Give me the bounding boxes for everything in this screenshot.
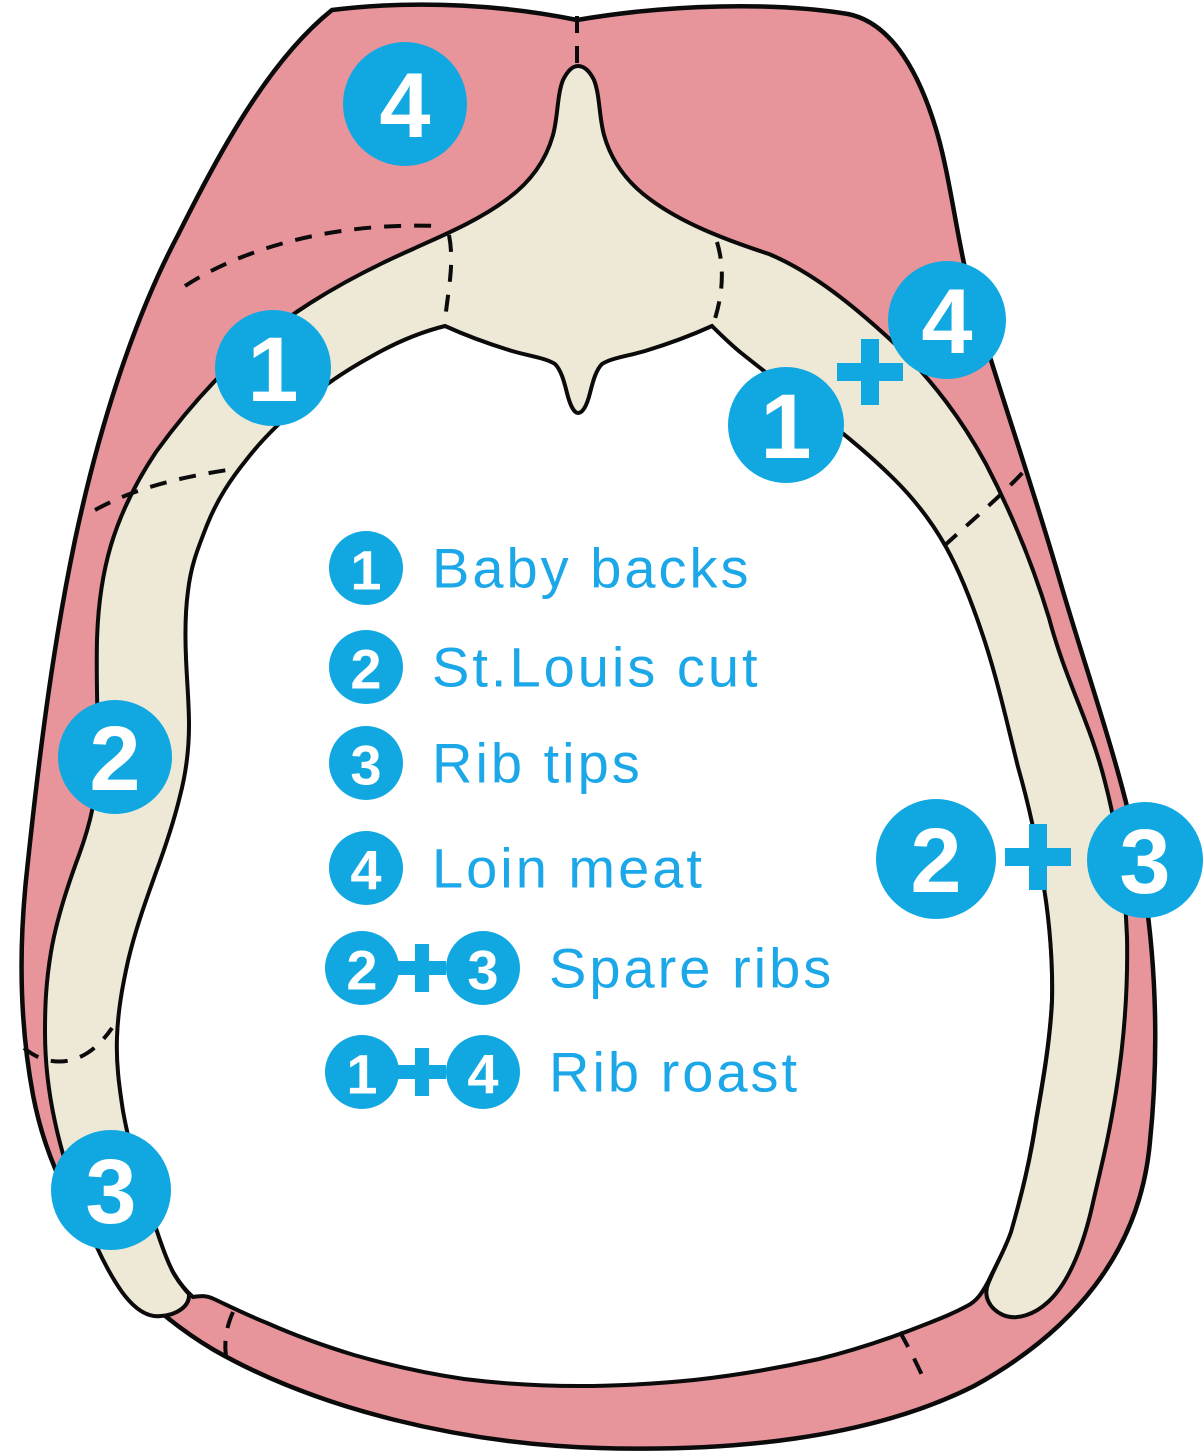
cut-line-vertebra-left <box>443 234 454 323</box>
marker-number: 3 <box>85 1141 136 1243</box>
legend-item-st-louis-cut: 2 St.Louis cut <box>329 630 761 704</box>
legend-badge-number: 3 <box>350 734 381 797</box>
legend-badge <box>329 531 403 605</box>
marker-loin-top: 4 <box>343 42 467 166</box>
legend-badge-number: 4 <box>350 839 381 902</box>
legend-item-rib-tips: 3 Rib tips <box>329 726 643 800</box>
marker-number: 3 <box>1119 811 1170 913</box>
marker-circle <box>728 367 844 483</box>
cut-line-ribtip-left <box>22 1026 114 1064</box>
cut-line-bottom-right <box>898 1331 928 1385</box>
legend-badge-number: 1 <box>346 1043 377 1106</box>
marker-number: 4 <box>921 271 972 373</box>
marker-circle <box>58 700 172 814</box>
marker-spare-ribs-right: 2 3 <box>876 799 1203 919</box>
legend-item-loin-meat: 4 Loin meat <box>329 831 705 905</box>
legend-item-baby-backs: 1 Baby backs <box>329 531 752 605</box>
cut-line-bottom-left <box>223 1311 235 1357</box>
marker-circle <box>876 799 996 919</box>
cut-line-band-left <box>94 467 235 512</box>
legend-item-rib-roast: 1 4 Rib roast <box>325 1035 800 1109</box>
marker-circle <box>215 310 331 426</box>
marker-circle <box>51 1130 171 1250</box>
legend-badge <box>329 630 403 704</box>
marker-circle <box>888 261 1006 379</box>
plus-icon <box>398 944 446 992</box>
legend-badge-number: 2 <box>350 638 381 701</box>
marker-rib-tips-left: 3 <box>51 1130 171 1250</box>
marker-number: 4 <box>379 55 430 157</box>
plus-icon <box>398 1048 446 1096</box>
cut-line-loin-left <box>183 223 438 288</box>
marker-circle <box>1087 802 1203 918</box>
plus-icon <box>837 339 903 405</box>
legend-badge <box>446 1035 520 1109</box>
legend-badge-number: 3 <box>467 939 498 1002</box>
legend-badge-number: 1 <box>350 539 381 602</box>
marker-number: 1 <box>247 319 298 421</box>
cut-line-vertebra-right <box>712 241 724 323</box>
plus-icon <box>1005 824 1071 890</box>
legend-item-label: Rib roast <box>549 1041 800 1104</box>
legend-item-label: Rib tips <box>432 732 643 795</box>
marker-baby-backs-left: 1 <box>215 310 331 426</box>
legend-item-label: St.Louis cut <box>432 636 761 699</box>
marker-number: 1 <box>760 376 811 478</box>
legend-item-spare-ribs: 2 3 Spare ribs <box>325 931 834 1005</box>
legend: 1 Baby backs 2 St.Louis cut 3 Rib tips 4… <box>325 531 834 1109</box>
legend-badge <box>329 831 403 905</box>
marker-number: 2 <box>910 810 961 912</box>
marker-number: 2 <box>89 708 140 810</box>
marker-rib-roast-right: 1 4 <box>728 261 1006 483</box>
legend-item-label: Spare ribs <box>549 937 834 1000</box>
legend-badge <box>446 931 520 1005</box>
legend-item-label: Baby backs <box>432 537 752 600</box>
legend-item-label: Loin meat <box>432 837 705 900</box>
marker-circle <box>343 42 467 166</box>
legend-badge <box>329 726 403 800</box>
legend-badge-number: 4 <box>467 1043 498 1106</box>
legend-badge <box>325 1035 399 1109</box>
legend-badge-number: 2 <box>346 939 377 1002</box>
legend-badge <box>325 931 399 1005</box>
marker-st-louis-left: 2 <box>58 700 172 814</box>
cut-line-band-right <box>942 468 1027 548</box>
